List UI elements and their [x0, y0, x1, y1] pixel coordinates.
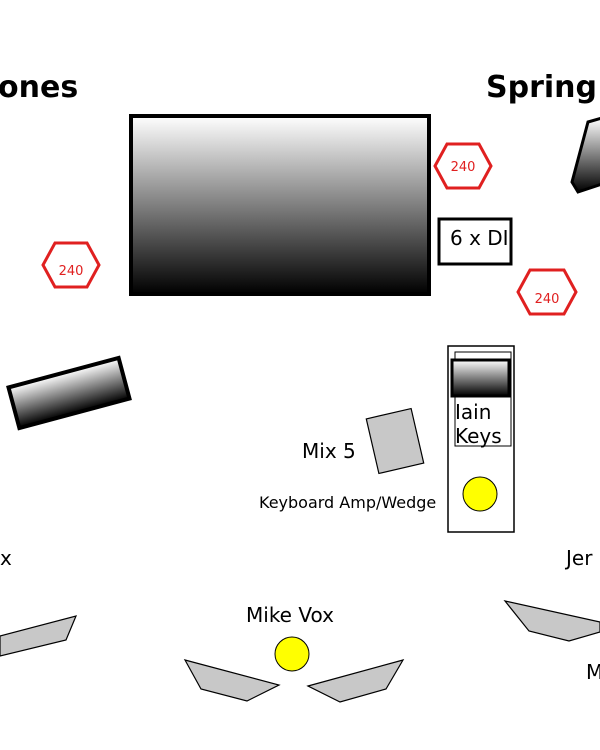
- mike-vox-label: Mike Vox: [246, 603, 334, 627]
- floor-wedge-center-right: [306, 659, 405, 703]
- right-edge-label-bottom: M: [586, 660, 600, 684]
- di-box: [437, 217, 513, 266]
- floor-wedge-left: [0, 615, 78, 657]
- keyboard-amp-label: Keyboard Amp/Wedge: [259, 493, 437, 512]
- right-edge-label-top: Jer: [566, 546, 593, 570]
- left-section-title: ones: [0, 70, 79, 105]
- floor-wedge-center-left: [183, 659, 281, 702]
- power-outlet-3: 240: [516, 268, 578, 316]
- right-angled-amp: [570, 117, 600, 194]
- right-section-title: Spring: [486, 70, 597, 105]
- mix5-label: Mix 5: [302, 439, 356, 463]
- outlet-label-1: 240: [451, 160, 476, 175]
- mix5-wedge: [365, 407, 425, 475]
- outlet-label-2: 240: [59, 264, 84, 279]
- left-edge-label: x: [0, 546, 12, 570]
- power-outlet-2: 240: [41, 241, 101, 289]
- di-box-label: 6 x DI: [450, 226, 509, 250]
- mic-keys: [462, 476, 498, 512]
- floor-wedge-right: [503, 600, 600, 642]
- main-amp-block: [129, 114, 431, 296]
- keys-role-label: Keys: [455, 424, 502, 448]
- left-angled-amp: [6, 355, 132, 431]
- power-outlet-1: 240: [433, 142, 493, 190]
- mic-mike-vox: [274, 636, 310, 672]
- keyboard-amp: [450, 358, 511, 398]
- outlet-label-3: 240: [535, 292, 560, 307]
- keys-name-label: Iain: [455, 400, 492, 424]
